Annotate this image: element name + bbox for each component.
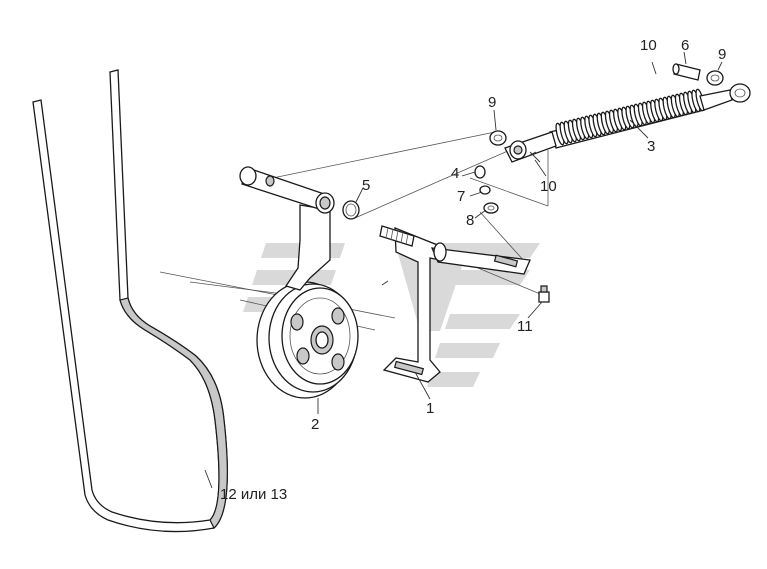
watermark-logo xyxy=(243,243,540,387)
callout-3: 3 xyxy=(647,138,655,155)
callout-10-upper: 10 xyxy=(640,37,657,54)
washer-lower xyxy=(489,130,507,146)
idler-pulley xyxy=(256,281,359,399)
tension-arm xyxy=(239,166,335,291)
grease-fitting xyxy=(538,285,550,303)
callout-8: 8 xyxy=(466,212,474,229)
callout-9-upper: 9 xyxy=(718,46,726,63)
bracket xyxy=(381,227,531,383)
callout-6: 6 xyxy=(681,37,689,54)
callout-5: 5 xyxy=(362,177,370,194)
callout-11: 11 xyxy=(517,318,533,335)
callout-9-lower: 9 xyxy=(488,94,496,111)
callout-labels: 1 2 3 4 5 6 7 8 9 9 10 10 11 12 или 13 xyxy=(220,37,726,503)
small-hardware xyxy=(474,165,499,214)
callout-12-or-13: 12 или 13 xyxy=(220,486,287,503)
construction-lines xyxy=(159,131,549,331)
callout-7: 7 xyxy=(457,188,465,205)
spring-tensioner xyxy=(504,83,751,163)
upper-hardware xyxy=(651,61,724,86)
o-ring xyxy=(342,200,360,220)
threaded-shaft xyxy=(379,225,415,247)
callout-leaders xyxy=(204,51,723,489)
cotter-pin-lower xyxy=(527,151,541,163)
callout-1: 1 xyxy=(426,400,434,417)
callout-10-lower: 10 xyxy=(540,178,557,195)
callout-2: 2 xyxy=(311,416,319,433)
v-belt xyxy=(32,69,228,533)
callout-4: 4 xyxy=(451,165,459,182)
